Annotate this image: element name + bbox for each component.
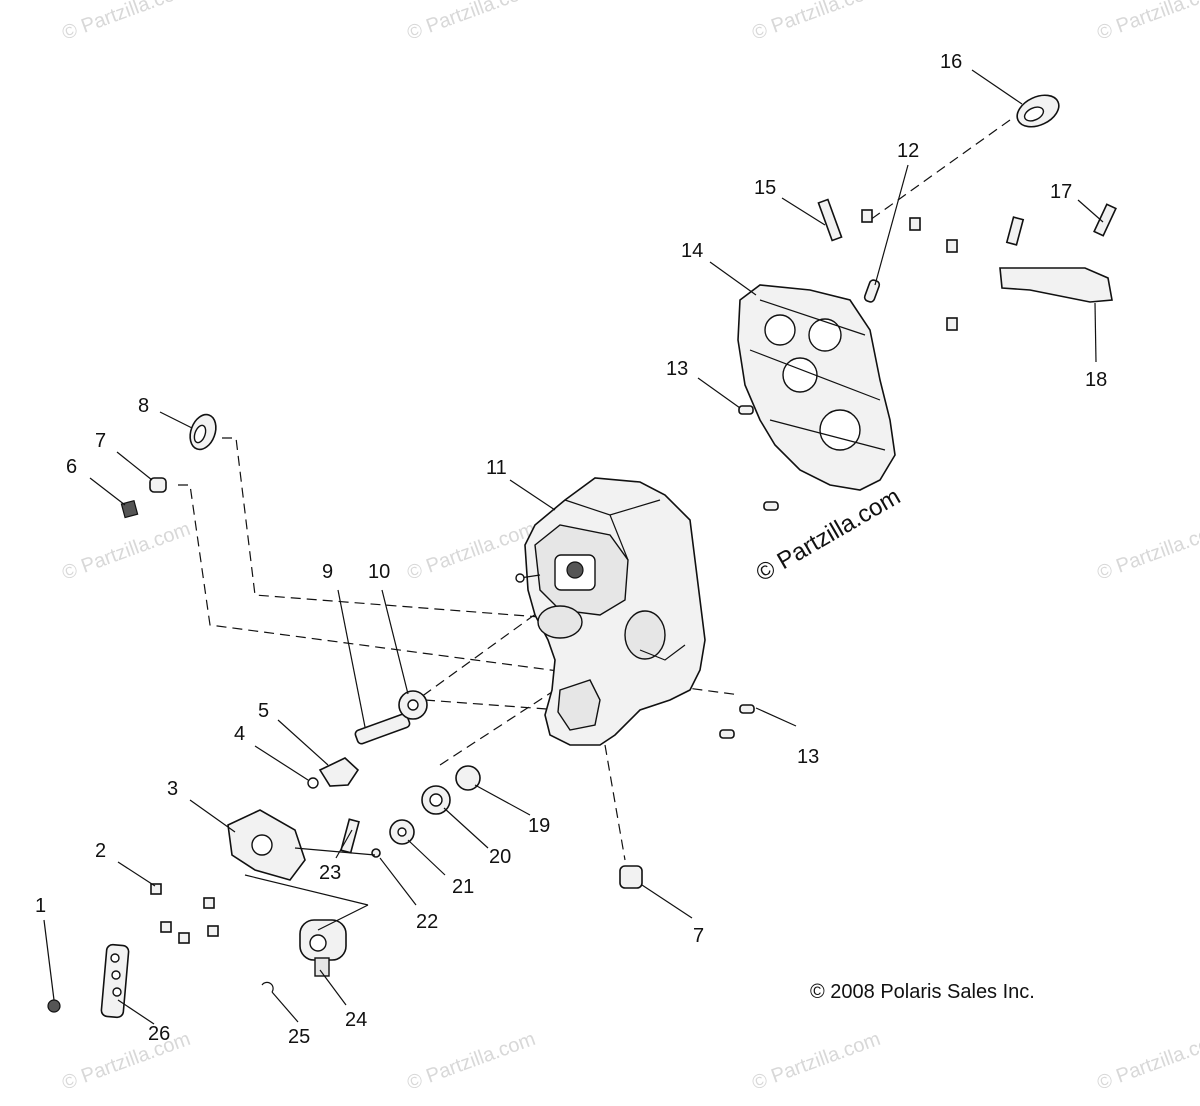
callout-16: 16 <box>940 51 962 73</box>
plug-7a <box>149 477 167 493</box>
partzilla-watermark: © Partzilla.com <box>752 483 906 587</box>
watermark-text: © Partzilla.com <box>1094 518 1200 585</box>
callout-13-upper: 13 <box>666 358 688 380</box>
callout-22: 22 <box>416 911 438 933</box>
callout-4: 4 <box>234 723 245 745</box>
nut-1 <box>47 999 61 1013</box>
case-cover <box>737 284 896 491</box>
callout-3: 3 <box>167 778 178 800</box>
watermark-text: © Partzilla.com <box>1094 1028 1200 1095</box>
callout-10: 10 <box>368 561 390 583</box>
bearing-20 <box>421 785 451 815</box>
callout-12: 12 <box>897 140 919 162</box>
seal-8 <box>189 413 217 451</box>
small-part-6 <box>120 499 139 519</box>
callout-5: 5 <box>258 700 269 722</box>
callout-20: 20 <box>489 846 511 868</box>
callout-6: 6 <box>66 456 77 478</box>
callout-15: 15 <box>754 177 776 199</box>
gear-10 <box>398 690 428 720</box>
pin-22 <box>371 848 381 858</box>
watermark-text: © Partzilla.com <box>749 1028 883 1095</box>
callout-17: 17 <box>1050 181 1072 203</box>
spring-23 <box>340 818 360 854</box>
callout-23: 23 <box>319 862 341 884</box>
callout-7-lower: 7 <box>693 925 704 947</box>
watermark-text: © Partzilla.com <box>59 518 193 585</box>
callout-18: 18 <box>1085 369 1107 391</box>
gearcase-housing <box>515 477 706 746</box>
gear-21 <box>389 819 415 845</box>
callout-24: 24 <box>345 1009 367 1031</box>
copyright-notice: © 2008 Polaris Sales Inc. <box>810 981 1035 1003</box>
watermark-text: © Partzilla.com <box>59 1028 193 1095</box>
gear-19 <box>455 765 481 791</box>
callout-2: 2 <box>95 840 106 862</box>
cover-plate-3 <box>227 809 306 881</box>
watermark-text: © Partzilla.com <box>404 1028 538 1095</box>
watermark-text: © Partzilla.com <box>1094 0 1200 45</box>
bolts-15-17 <box>817 198 1117 331</box>
callout-25: 25 <box>288 1026 310 1048</box>
assembly-guide-lines <box>178 119 1011 861</box>
shaft-9 <box>354 713 411 745</box>
plug-7b <box>619 865 643 889</box>
callout-labels: 1 2 3 4 5 6 7 8 9 10 11 12 13 13 14 15 1… <box>35 51 1107 1048</box>
part-5 <box>318 757 360 787</box>
part-24 <box>299 919 347 977</box>
callout-1: 1 <box>35 895 46 917</box>
bolts-2 <box>150 883 219 944</box>
callout-21: 21 <box>452 876 474 898</box>
callout-13-lower: 13 <box>797 746 819 768</box>
watermark-text: © Partzilla.com <box>749 0 883 45</box>
bracket-18 <box>999 267 1113 303</box>
callout-11: 11 <box>486 457 507 479</box>
callout-26: 26 <box>148 1023 170 1045</box>
callout-9: 9 <box>322 561 333 583</box>
bracket-26 <box>100 943 130 1019</box>
callout-leaders <box>43 69 1104 1025</box>
callout-14: 14 <box>681 240 703 262</box>
clip-25 <box>261 981 274 993</box>
watermark-text: © Partzilla.com <box>59 0 193 45</box>
callout-7-upper: 7 <box>95 430 106 452</box>
seal-16 <box>1016 94 1060 128</box>
ring-4 <box>307 777 319 789</box>
callout-8: 8 <box>138 395 149 417</box>
watermark-text: © Partzilla.com <box>404 0 538 45</box>
callout-19: 19 <box>528 815 550 837</box>
